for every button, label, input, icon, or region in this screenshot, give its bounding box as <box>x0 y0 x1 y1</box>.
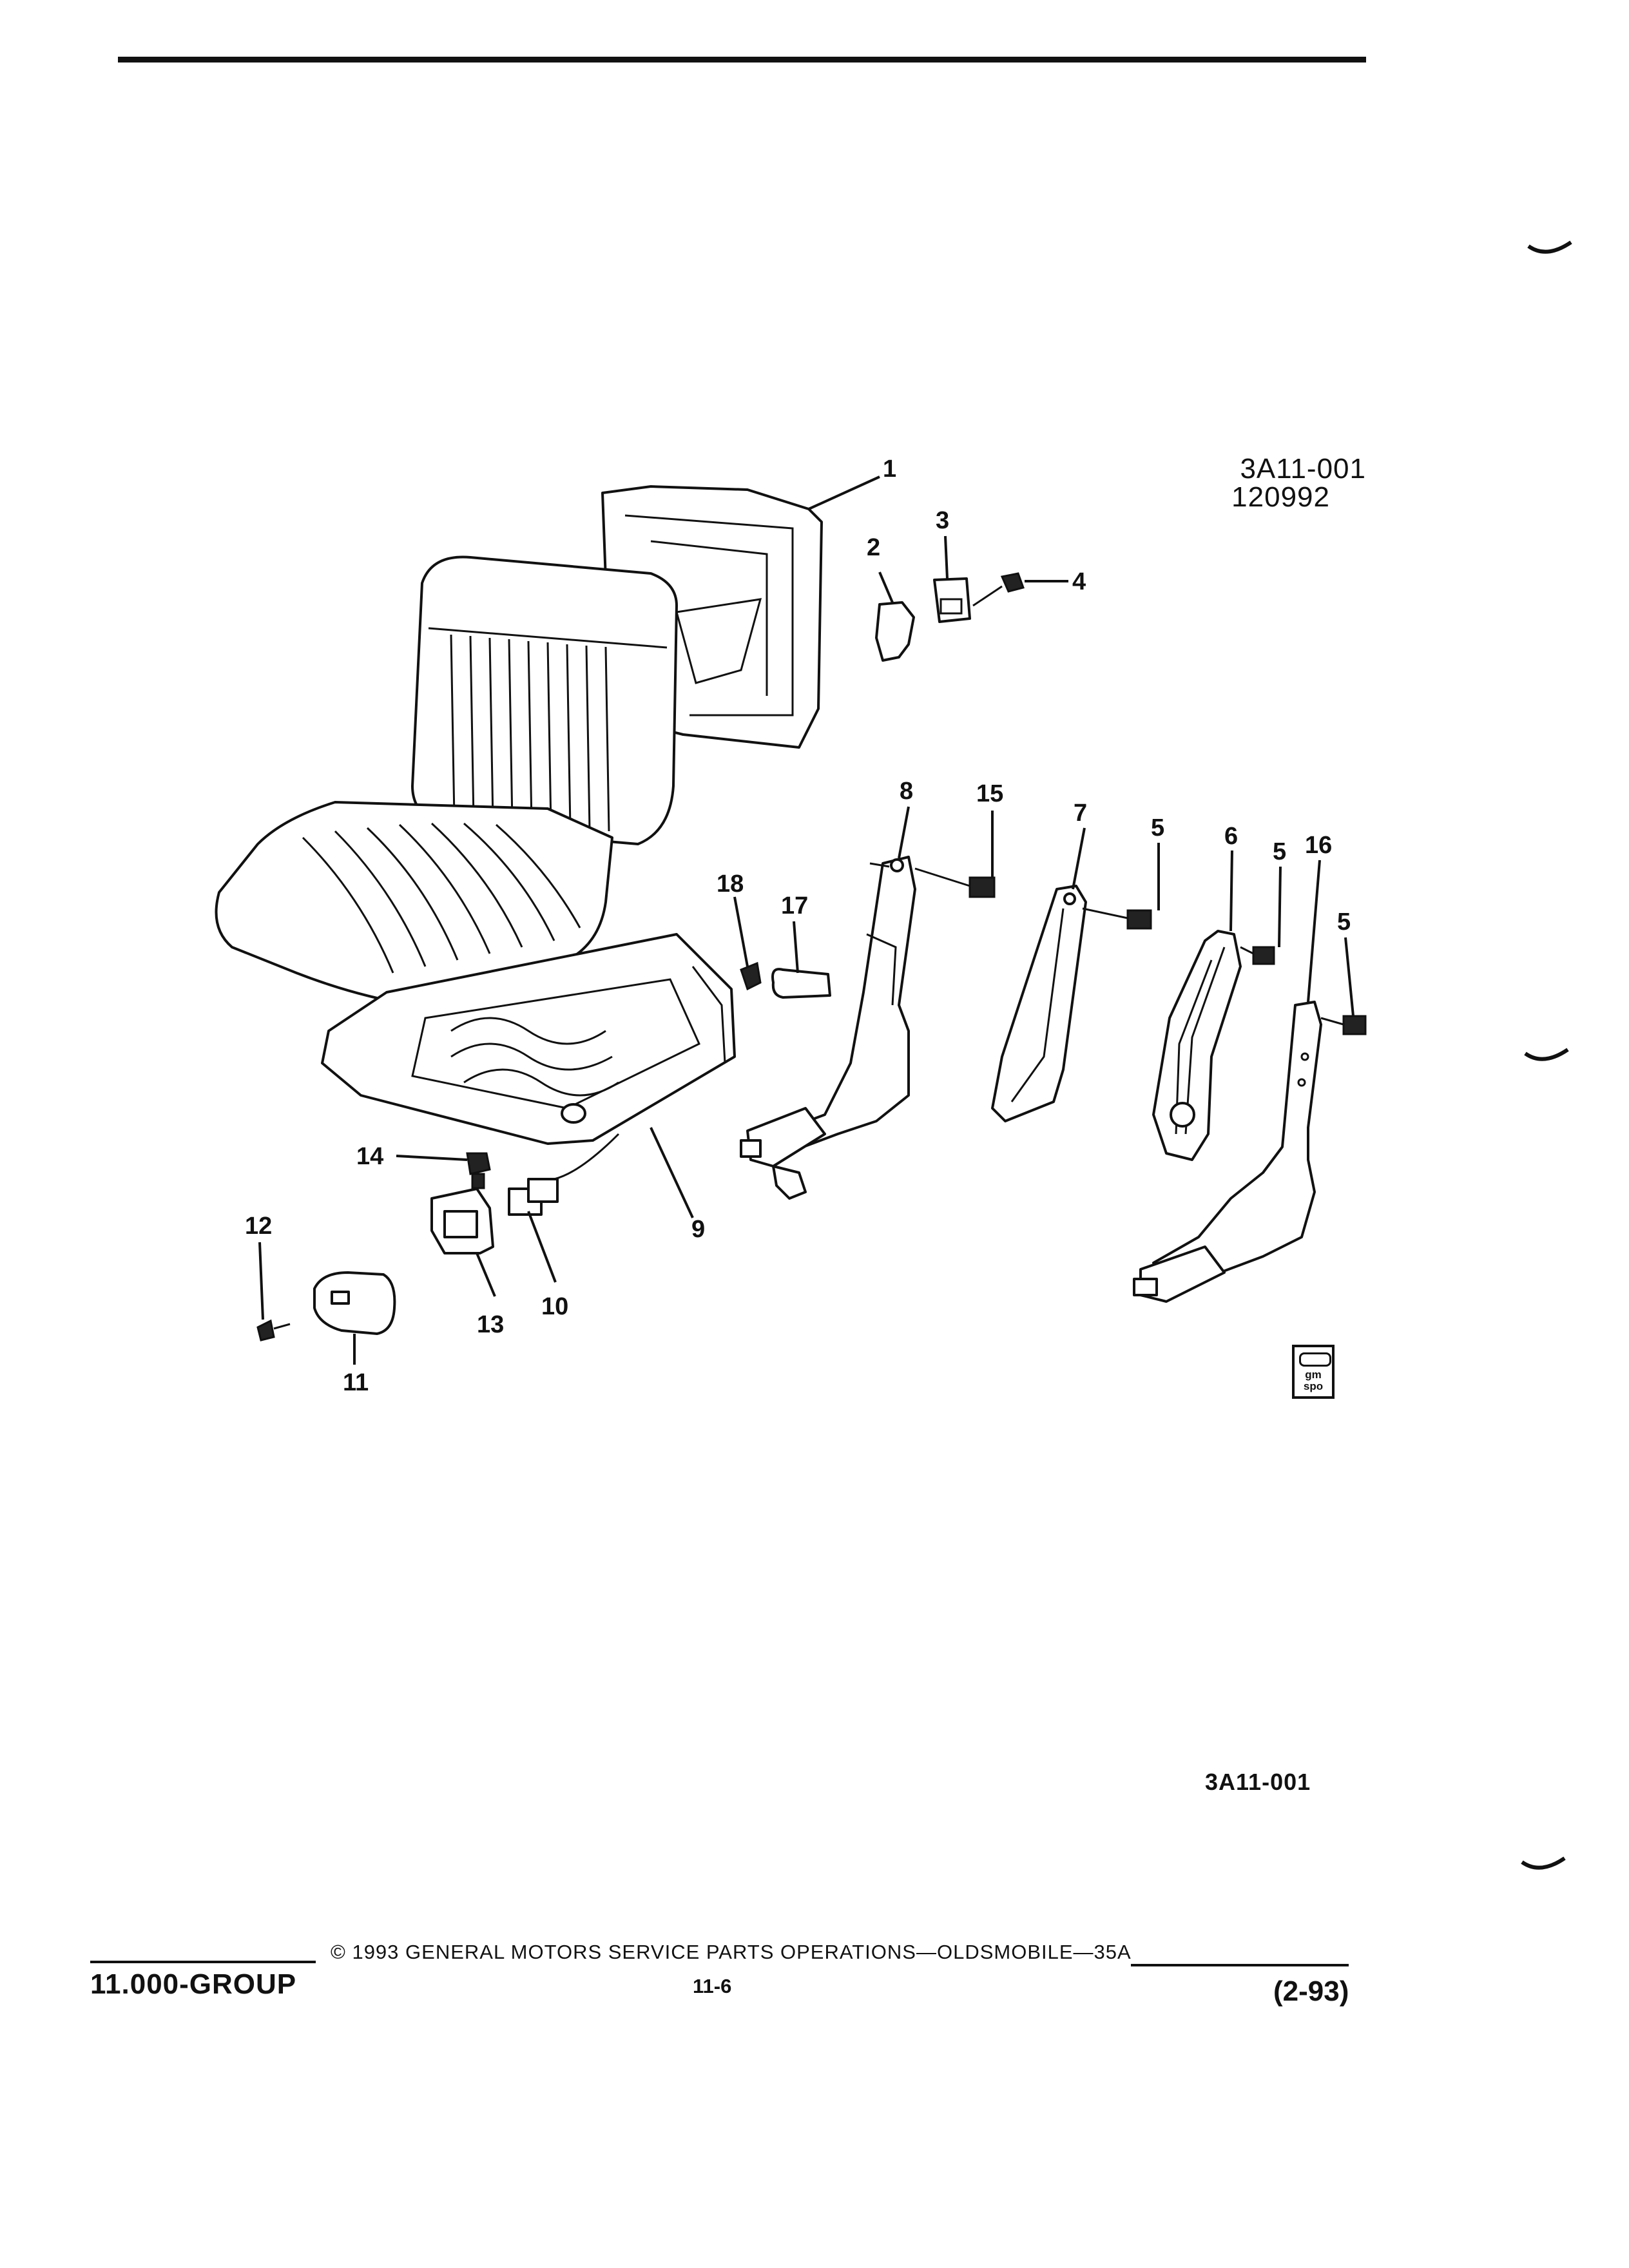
leader-8 <box>898 806 910 859</box>
callout-2: 2 <box>867 534 880 561</box>
leader-14 <box>396 1155 468 1161</box>
leader-18 <box>733 896 749 967</box>
leader-3 <box>944 535 949 579</box>
gm-spo-logo: gm spo <box>1292 1345 1335 1399</box>
seat-recliner-bracket-right <box>1133 1001 1367 1303</box>
callout-11: 11 <box>343 1369 369 1396</box>
leader-12 <box>258 1242 264 1320</box>
footer-group: 11.000-GROUP <box>90 1968 297 2000</box>
footer-date: (2-93) <box>1273 1975 1349 2007</box>
callout-14: 14 <box>356 1143 383 1170</box>
leader-6 <box>1229 850 1233 932</box>
callout-12: 12 <box>245 1213 272 1240</box>
footer-rule-left <box>90 1961 316 1963</box>
callout-5-a: 5 <box>1151 814 1164 841</box>
callout-13: 13 <box>477 1311 504 1338</box>
bolt-15 <box>914 867 996 898</box>
leader-1 <box>808 476 880 510</box>
callout-15: 15 <box>976 780 1003 807</box>
leader-5-c <box>1344 937 1354 1017</box>
footer-page-number: 11-6 <box>693 1975 732 1997</box>
figure-bottom-code: 3A11-001 <box>1205 1769 1311 1795</box>
logo-bar <box>1299 1352 1331 1367</box>
callout-17: 17 <box>781 892 808 919</box>
leader-5-b <box>1278 866 1282 948</box>
bolt-17-and-clip-18 <box>740 961 831 999</box>
leader-7 <box>1072 827 1086 890</box>
callout-5-b: 5 <box>1273 838 1286 865</box>
leader-17 <box>793 921 799 974</box>
footer-copyright: © 1993 GENERAL MOTORS SERVICE PARTS OPER… <box>331 1941 1132 1963</box>
callout-10: 10 <box>541 1293 568 1320</box>
seat-frame <box>321 933 736 1145</box>
logo-text: gm spo <box>1303 1369 1324 1392</box>
figure-ref-code: 3A11-001 <box>1240 453 1366 485</box>
leader-2 <box>878 572 894 603</box>
wiring-harness <box>508 1133 620 1216</box>
leader-9 <box>650 1127 694 1218</box>
leader-10 <box>527 1211 557 1283</box>
callout-5-c: 5 <box>1337 908 1351 936</box>
recliner-side-cover <box>1152 930 1275 1161</box>
callout-16: 16 <box>1305 832 1332 859</box>
callout-18: 18 <box>717 870 744 898</box>
binding-mark-top <box>1527 240 1572 254</box>
seat-recliner-bracket-left <box>740 856 916 1200</box>
binding-mark-middle <box>1524 1048 1569 1061</box>
top-rule <box>118 57 1366 62</box>
figure-ref-number: 120992 <box>1231 481 1330 513</box>
seat-cushion <box>215 801 613 1006</box>
leader-13 <box>476 1253 496 1297</box>
footer-rule-right <box>1131 1964 1349 1966</box>
trim-brackets <box>875 572 1025 662</box>
binding-mark-bottom <box>1521 1856 1566 1870</box>
callout-1: 1 <box>883 456 896 483</box>
callout-3: 3 <box>936 507 949 534</box>
callout-4: 4 <box>1072 568 1086 595</box>
recliner-cover-panel <box>991 885 1152 1122</box>
callout-7: 7 <box>1074 800 1087 827</box>
leader-16 <box>1307 860 1321 1003</box>
callout-9: 9 <box>691 1216 705 1243</box>
callout-6: 6 <box>1224 823 1238 850</box>
seat-adjuster-switch-bezel <box>256 1152 494 1341</box>
seat-back-cushion <box>411 555 678 845</box>
callout-8: 8 <box>900 778 913 805</box>
